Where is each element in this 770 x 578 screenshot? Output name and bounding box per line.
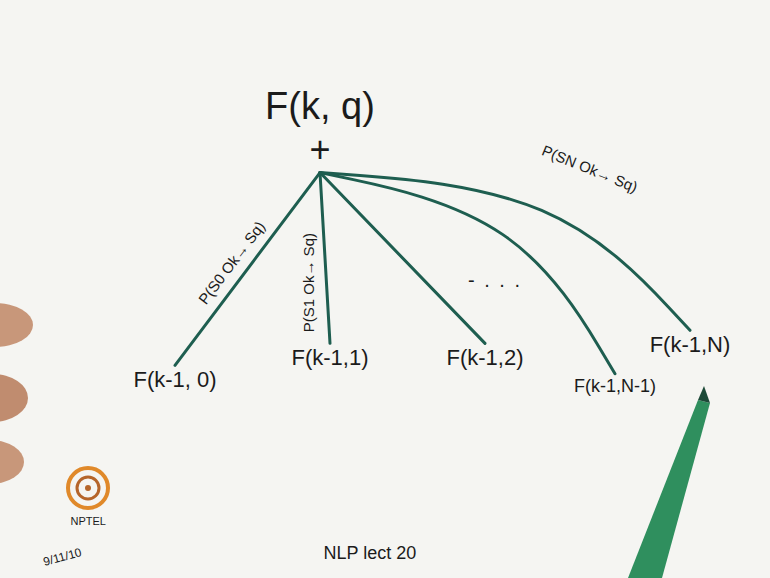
lecture-note: NLP lect 20 [321, 543, 420, 564]
transition-probability: P(S0 Ok→ Sq) [193, 215, 270, 309]
finger [0, 374, 28, 422]
function-term: F(k-1,N) [650, 332, 731, 357]
finger [0, 303, 33, 347]
sum-sign: + [265, 129, 375, 170]
pen [628, 400, 710, 578]
function-term: F(k-1,2) [447, 345, 524, 370]
date-note: 9/11/10 [38, 545, 85, 570]
tree-branch [320, 173, 485, 344]
pen-tip [698, 386, 710, 403]
logo-ring [68, 468, 108, 508]
finger [0, 440, 24, 484]
formula-node: F(k-1,1) [288, 343, 373, 372]
logo-ring [77, 477, 99, 499]
transition-probability: P(S1 Ok→ Sq) [299, 230, 316, 335]
tree-branch [175, 173, 320, 366]
formula-node: F(k-1,N) [646, 330, 735, 359]
function-term: F(k, q) [265, 85, 375, 129]
function-term: F(k-1,N-1) [574, 376, 656, 397]
tree-branch [320, 173, 615, 374]
formula-node: F(k, q)+ [261, 83, 379, 172]
logo-text: NPTEL [68, 515, 109, 528]
formula-node: F(k-1, 0) [129, 365, 220, 394]
formula-node: F(k-1,2) [443, 343, 528, 372]
transition-probability: P(SN Ok→ Sq) [537, 140, 643, 196]
formula-node: F(k-1,N-1) [570, 374, 660, 399]
ellipsis: - . . . [465, 269, 525, 292]
function-term: F(k-1,1) [292, 345, 369, 370]
tree-branch [320, 173, 330, 344]
function-term: F(k-1, 0) [133, 367, 216, 392]
logo-dot [85, 485, 91, 491]
